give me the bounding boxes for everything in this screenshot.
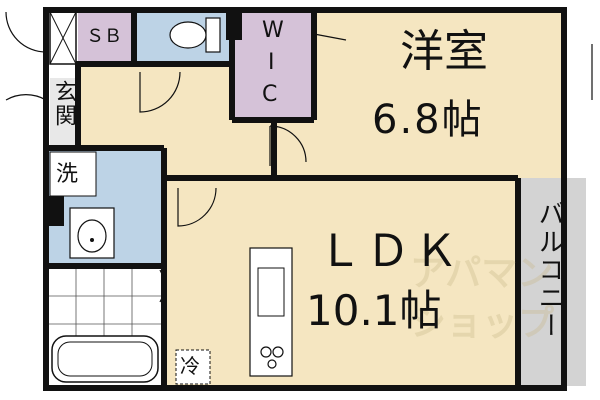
rei-label: 冷	[180, 354, 200, 378]
sen-label: 洗	[56, 162, 79, 187]
genkan-floor	[50, 78, 78, 146]
wic-label-i: I	[268, 50, 275, 75]
stove-burner-1	[260, 346, 272, 358]
entry-closet-cross-2	[49, 11, 77, 65]
stove-burner-2	[272, 346, 284, 358]
wall-pillar-2	[226, 10, 242, 40]
youshitsu-name: 洋室	[400, 26, 488, 77]
balcony-floor	[518, 178, 586, 386]
toilet-tank	[205, 17, 221, 53]
ldk-name: ＬＤＫ	[318, 226, 462, 277]
balcony-label: バルコニー	[534, 200, 564, 340]
wall-pillar	[46, 196, 64, 226]
fridge-spot	[175, 349, 211, 385]
svg-text:アパマン: アパマン	[410, 253, 553, 294]
bathtub	[51, 335, 159, 383]
bathtub-inner	[57, 341, 153, 377]
wic-label-w: W	[262, 18, 284, 43]
wash-basin	[69, 207, 115, 259]
svg-text:ショップ: ショップ	[410, 303, 554, 344]
sb-label: ＳＢ	[86, 26, 122, 47]
genkan-label: 玄関	[51, 80, 76, 128]
ldk-floor	[164, 178, 518, 386]
bath-tile-grid	[48, 268, 162, 336]
wic-floor	[232, 12, 314, 120]
washer-pan	[49, 151, 97, 197]
youshitsu-size: 6.8帖	[372, 97, 484, 143]
wic-label-c: C	[262, 82, 278, 107]
ldk-size: 10.1帖	[306, 286, 442, 335]
wash-basin-bowl	[77, 219, 107, 253]
watermark-logo: アパマン ショップ	[410, 253, 554, 344]
toilet-bowl	[169, 21, 207, 49]
kitchen-sink	[257, 267, 285, 317]
sb-floor	[78, 12, 134, 64]
stove-burner-3	[267, 359, 277, 369]
